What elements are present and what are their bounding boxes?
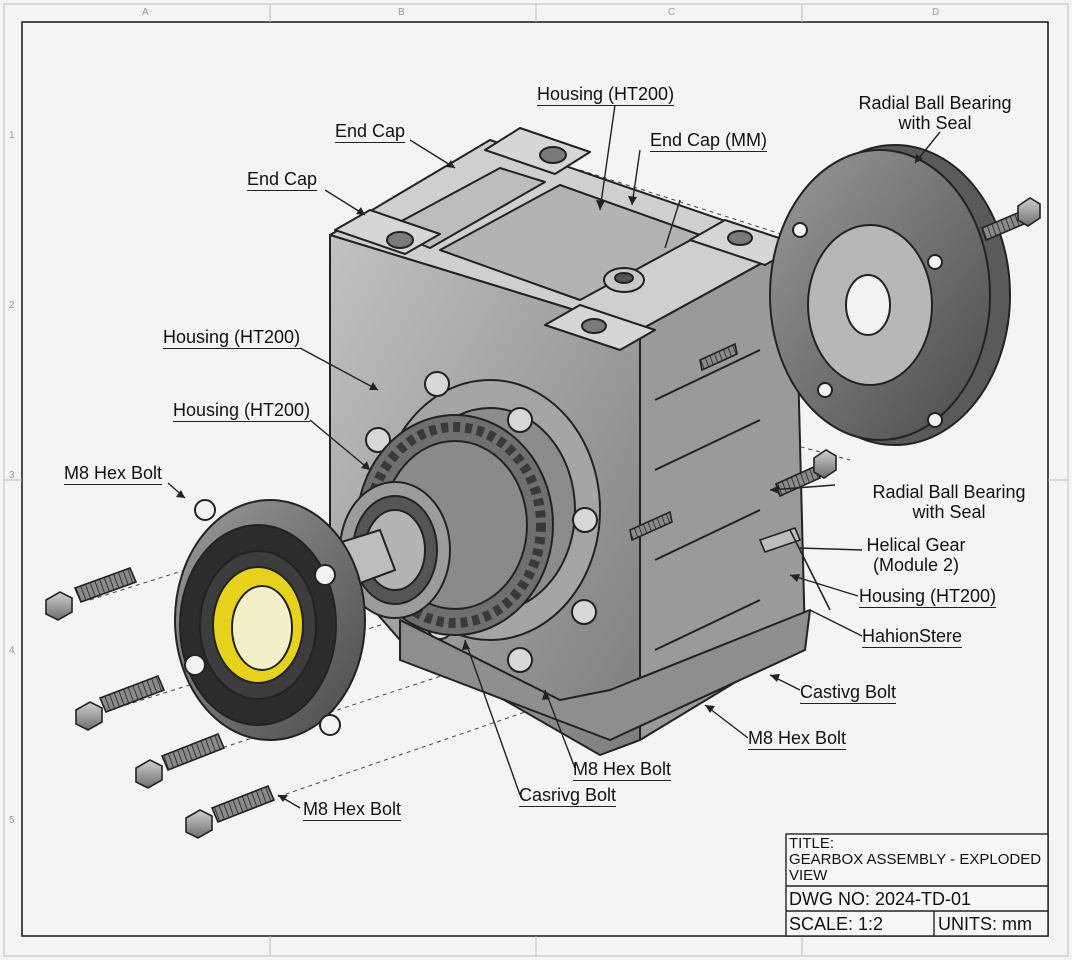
bolts xyxy=(45,197,1041,839)
callout-castvg-right: Castivg Bolt xyxy=(800,682,897,704)
zone-c: C xyxy=(668,7,676,18)
bolt-left-3 xyxy=(135,732,226,789)
leader-arrowheads xyxy=(176,154,923,802)
callout-housing-top: Housing (HT200) xyxy=(537,84,675,106)
callout-bearing-top-line2: with Seal xyxy=(898,113,972,133)
housing-stud-1 xyxy=(629,510,673,542)
callout-bearing-top: Radial Ball Bearing with Seal xyxy=(852,93,1018,133)
callout-bearing-right-line2: with Seal xyxy=(912,502,986,522)
title-block-title: TITLE: GEARBOX ASSEMBLY - EXPLODED VIEW xyxy=(789,836,1046,884)
callout-helical-line1: Helical Gear xyxy=(866,535,966,555)
zone-2: 2 xyxy=(9,300,15,311)
title-block-frame xyxy=(785,833,1049,937)
bolt-right-upper xyxy=(981,197,1041,242)
callout-end-cap-2: End Cap xyxy=(247,169,318,191)
bolt-left-2 xyxy=(75,674,166,731)
callout-castvg-bottom: Casrivg Bolt xyxy=(519,785,617,807)
callout-bolt-bottom-center: M8 Hex Bolt xyxy=(573,759,672,781)
zone-a: A xyxy=(142,7,149,18)
bolt-left-1 xyxy=(45,566,138,621)
units: UNITS: mm xyxy=(938,914,1032,934)
callout-hahion: HahionStere xyxy=(862,626,963,648)
callout-bearing-right-line1: Radial Ball Bearing xyxy=(872,482,1026,502)
right-end-cap xyxy=(769,144,1011,446)
bolt-left-4 xyxy=(185,784,276,839)
callout-helical-gear: Helical Gear (Module 2) xyxy=(856,535,976,575)
callout-helical-line2: (Module 2) xyxy=(872,555,960,575)
callout-housing-left-2: Housing (HT200) xyxy=(173,400,311,422)
left-end-cap xyxy=(174,499,366,741)
title-label: TITLE: xyxy=(789,835,835,852)
zone-d: D xyxy=(932,7,940,18)
housing-stud-2 xyxy=(699,342,738,372)
dwg-no: DWG NO: 2024-TD-01 xyxy=(789,889,972,909)
guide-rod xyxy=(758,527,831,611)
callout-bearing-right: Radial Ball Bearing with Seal xyxy=(866,482,1032,522)
zone-b: B xyxy=(398,7,405,18)
callout-bolt-left: M8 Hex Bolt xyxy=(64,463,163,485)
zone-4: 4 xyxy=(9,645,15,656)
title-value: GEARBOX ASSEMBLY - EXPLODED VIEW xyxy=(789,851,1042,884)
zone-5: 5 xyxy=(9,815,15,826)
callout-end-cap-1: End Cap xyxy=(335,121,406,143)
callout-housing-left-1: Housing (HT200) xyxy=(163,327,301,349)
zone-3: 3 xyxy=(9,470,15,481)
drawing-frame xyxy=(3,3,1069,957)
zone-1: 1 xyxy=(9,130,15,141)
callout-housing-right: Housing (HT200) xyxy=(859,586,997,608)
scale: SCALE: 1:2 xyxy=(789,914,884,934)
callout-end-cap-mm: End Cap (MM) xyxy=(650,130,768,152)
callout-bearing-top-line1: Radial Ball Bearing xyxy=(858,93,1012,113)
callout-bolt-right: M8 Hex Bolt xyxy=(748,728,847,750)
leader-lines xyxy=(167,104,941,809)
callout-bolt-bottom-left: M8 Hex Bolt xyxy=(303,799,402,821)
